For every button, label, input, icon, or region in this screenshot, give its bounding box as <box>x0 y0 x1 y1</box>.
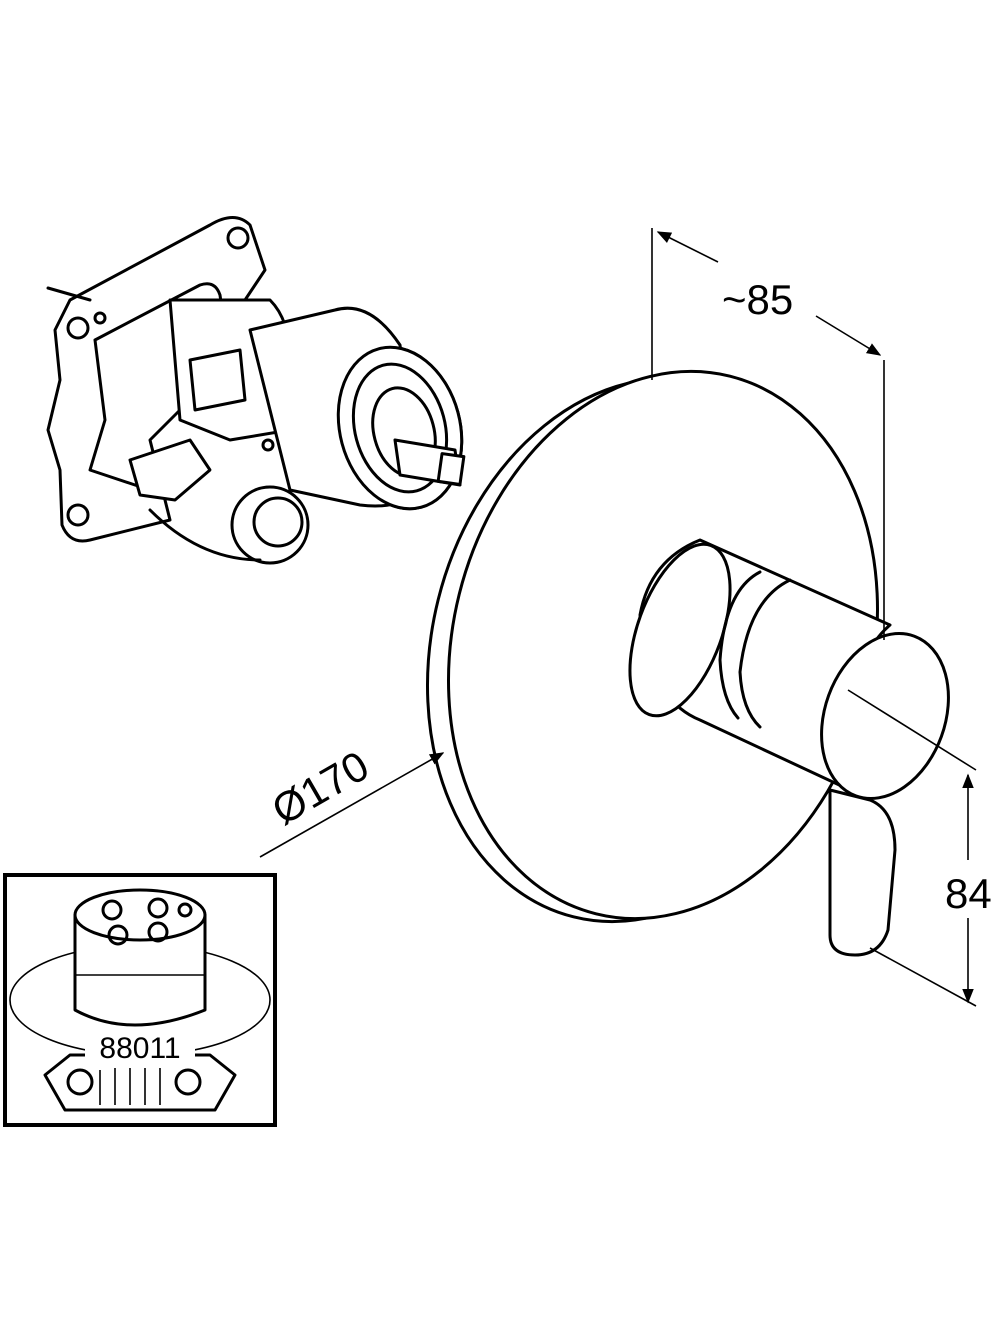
dimension-depth: ~85 <box>651 228 885 640</box>
dimension-diameter: Ø170 <box>259 742 445 858</box>
dimension-height: 84 <box>847 689 992 1007</box>
valve-body-icon <box>46 216 466 565</box>
inset-box: 88011 <box>3 873 277 1127</box>
rough-in-box-icon <box>9 888 271 1112</box>
depth-label: ~85 <box>722 276 793 323</box>
diameter-label: Ø170 <box>264 742 376 834</box>
part-number-label: 88011 <box>99 1032 180 1065</box>
height-label: 84 <box>945 870 992 917</box>
faucet-trim-icon <box>425 369 950 957</box>
